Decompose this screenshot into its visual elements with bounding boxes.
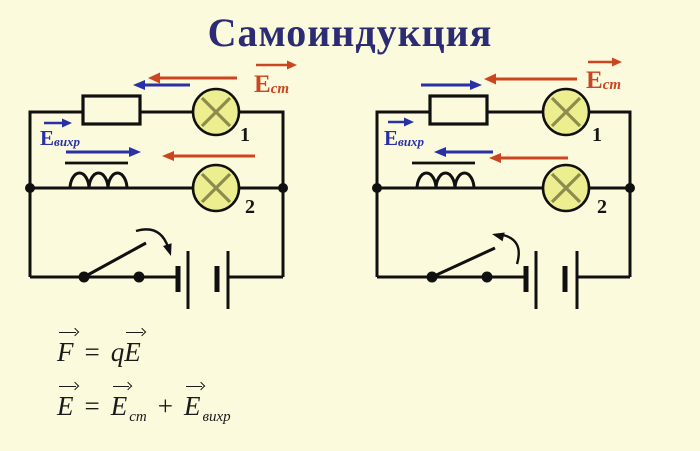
switch-open-arrowhead-icon: [492, 232, 505, 242]
vector-arrowhead-icon: [612, 57, 622, 67]
resistor: [428, 94, 489, 126]
lamp-1-cross-icon: [200, 96, 232, 128]
field-vortex-vector: E: [184, 386, 202, 422]
lamp-2-cross-icon: [200, 172, 232, 204]
equals-sign: =: [84, 337, 100, 367]
plus-sign: +: [157, 391, 173, 421]
red-arrowhead-icon: [162, 151, 174, 161]
lamp-2-label: 2: [597, 196, 607, 218]
top-branch-field-arrows: [421, 73, 577, 90]
switch-close-arrowhead-icon: [163, 243, 172, 256]
e-vortex-sub: вихр: [54, 134, 81, 149]
e-vortex-main: E: [40, 126, 54, 150]
circuit-switch-opening: 1 2: [372, 57, 635, 309]
e-vortex-sub: вихр: [398, 134, 425, 149]
switch-close-arrow-icon: [135, 228, 170, 248]
switch-open-arrow-icon: [502, 233, 520, 265]
outer-wire: [375, 110, 632, 277]
charge-symbol: q: [110, 337, 125, 367]
outer-wire: [28, 110, 285, 277]
e-static-label: Eст: [254, 60, 297, 98]
lamp-2: [191, 163, 241, 213]
e-vortex-main: E: [384, 126, 398, 150]
e-static-sub: ст: [271, 81, 289, 97]
red-arrowhead-icon: [148, 72, 160, 84]
junction-dot: [372, 183, 382, 193]
blue-arrowhead-icon: [434, 147, 446, 157]
switch-closing: [78, 228, 172, 283]
middle-branch-field-arrows: [66, 147, 255, 161]
svg-text:Eст: Eст: [586, 67, 621, 94]
inductor-coil: [68, 171, 129, 190]
svg-text:Eвихр: Eвихр: [40, 126, 81, 150]
e-static-main: E: [254, 71, 271, 98]
svg-text:Eвихр: Eвихр: [384, 126, 425, 150]
lamp-1-cross-icon: [550, 96, 582, 128]
e-static-label: Eст: [586, 57, 622, 94]
blue-arrowhead-icon: [129, 147, 141, 157]
field-vortex-subscript: вихр: [202, 409, 231, 425]
e-vortex-label: Eвихр: [40, 118, 81, 150]
field-static-subscript: ст: [129, 409, 147, 425]
lamp-1-label: 1: [592, 124, 602, 146]
force-vector: F: [57, 332, 75, 368]
field-static-vector: E: [111, 386, 129, 422]
red-arrowhead-icon: [484, 73, 496, 85]
switch-opening: [426, 232, 520, 283]
junction-dot: [625, 183, 635, 193]
equals-sign: =: [84, 391, 100, 421]
lamp-1-label: 1: [240, 124, 250, 146]
circuit-switch-closing: 1 2: [25, 60, 297, 309]
e-vortex-label: Eвихр: [384, 117, 425, 150]
blue-arrowhead-icon: [133, 80, 145, 90]
e-static-sub: ст: [603, 77, 621, 93]
formula-force: F = q E: [57, 332, 231, 368]
battery: [175, 251, 230, 309]
vector-arrowhead-icon: [62, 118, 72, 128]
vector-arrowhead-icon: [287, 60, 297, 70]
resistor: [81, 94, 142, 126]
e-static-main: E: [586, 67, 603, 94]
switch-contact-dot: [481, 271, 493, 283]
junction-dot: [278, 183, 288, 193]
lamp-2: [541, 163, 591, 213]
page-title: Самоиндукция: [207, 10, 493, 55]
formulas-block: F = q E E = E ст + E вихр: [57, 332, 231, 425]
lamp-2-label: 2: [245, 196, 255, 218]
blue-arrowhead-icon: [470, 80, 482, 90]
switch-contact-dot: [133, 271, 145, 283]
top-branch-field-arrows: [133, 72, 237, 90]
formula-superposition: E = E ст + E вихр: [57, 386, 231, 425]
field-vector: E: [57, 386, 75, 422]
svg-text:Eст: Eст: [254, 71, 289, 98]
battery: [523, 251, 579, 309]
red-arrowhead-icon: [489, 153, 501, 163]
lamp-2-cross-icon: [550, 172, 582, 204]
lamp-1: [191, 87, 241, 137]
inductor-coil: [415, 171, 476, 190]
switch-lever: [83, 241, 147, 279]
middle-branch-field-arrows: [434, 147, 568, 163]
junction-dot: [25, 183, 35, 193]
switch-lever: [431, 246, 496, 279]
vector-arrowhead-icon: [404, 117, 414, 127]
field-vector: E: [124, 332, 143, 368]
lamp-1: [541, 87, 591, 137]
